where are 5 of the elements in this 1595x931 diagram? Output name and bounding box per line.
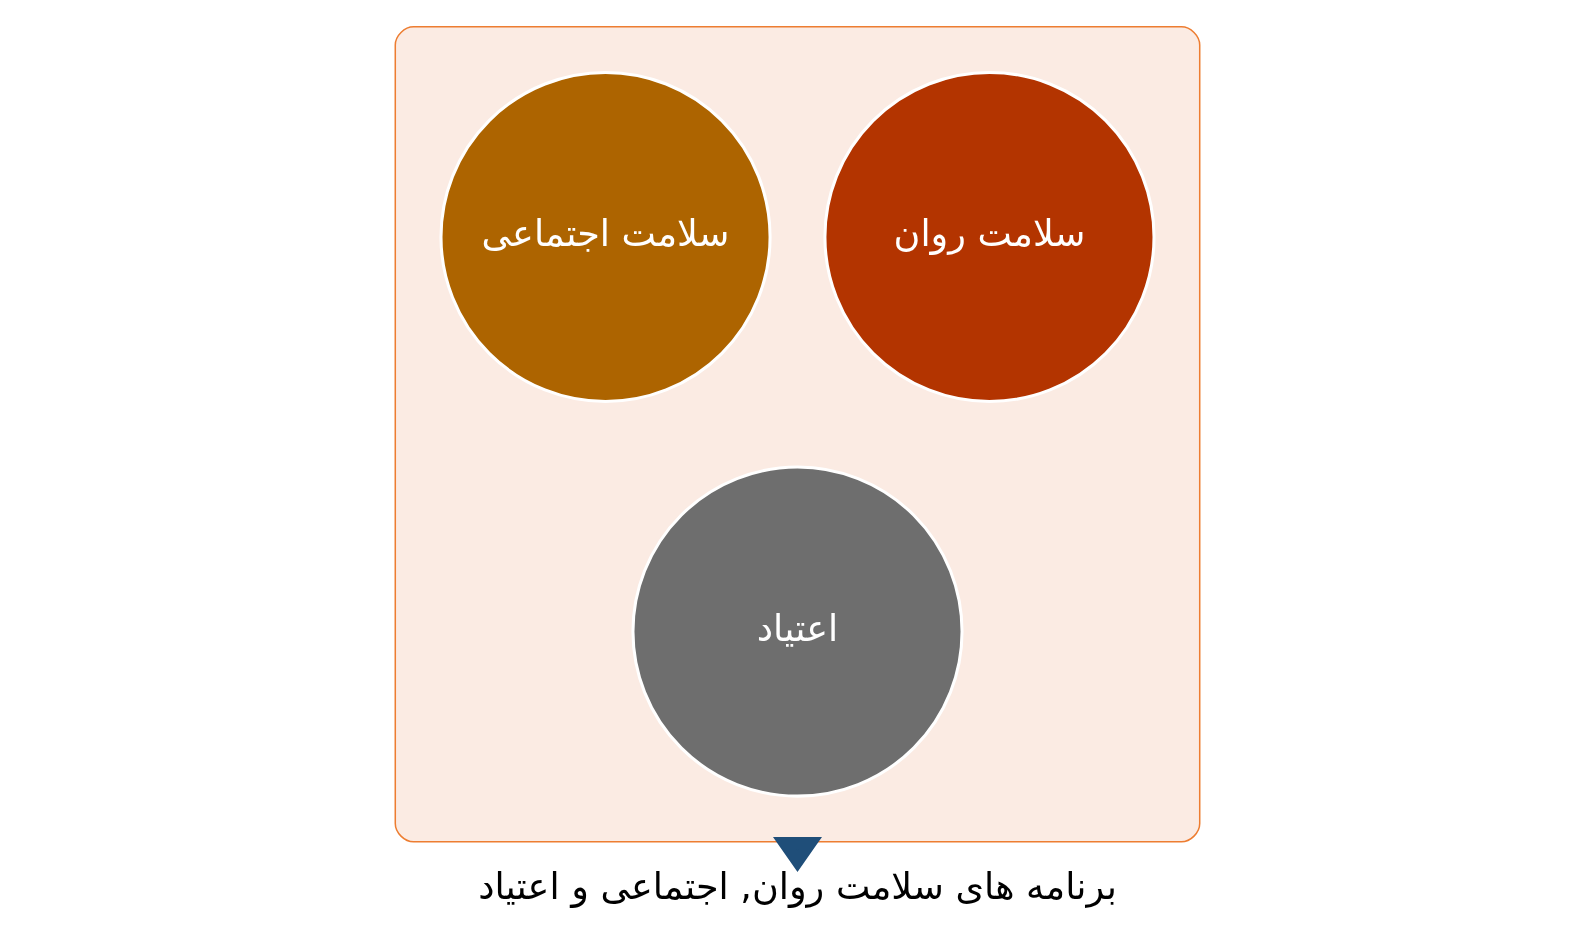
node-circle: اعتیاد [631,465,964,798]
node-text: برنامه های سلامت روان, اجتماعی و اعتیاد [478,864,1117,908]
node-circle: سلامت اجتماعی [439,70,772,404]
arrow [773,836,822,872]
node-circle: سلامت روان [823,70,1156,404]
